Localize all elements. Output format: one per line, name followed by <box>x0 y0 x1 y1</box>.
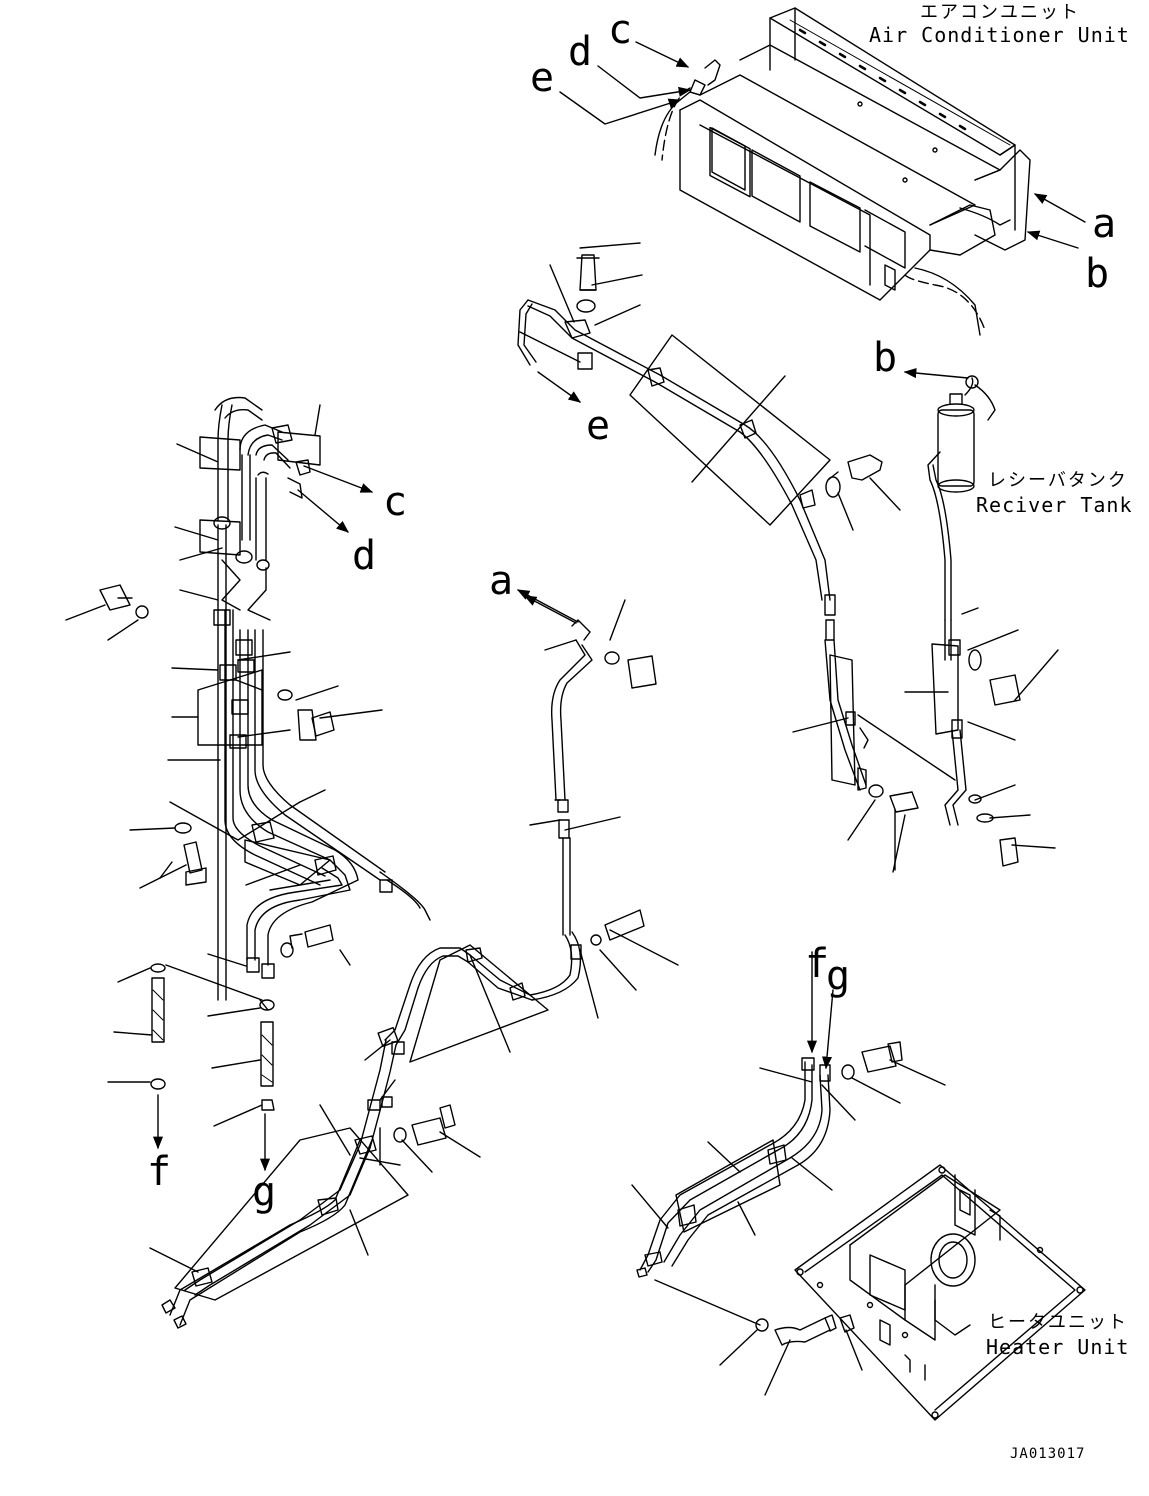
heater-unit-label-en: Heater Unit <box>986 1335 1130 1359</box>
callout-g-left: g <box>252 1169 277 1215</box>
hose-middle-right <box>793 640 918 872</box>
callout-a-center: a <box>489 558 514 604</box>
callout-b-tank: b <box>873 335 898 381</box>
callout-c-left: c <box>383 479 408 525</box>
callout-d-left: d <box>352 533 377 579</box>
left-pipe-assembly <box>66 398 430 1001</box>
callout-a-unit: a <box>1092 201 1117 247</box>
callout-f-left: f <box>147 1149 172 1195</box>
bracket-hose-upper <box>518 243 900 640</box>
document-id: JA013017 <box>1010 1446 1086 1462</box>
receiver-tank-label-en: Reciver Tank <box>976 493 1133 517</box>
left-lower-pipes <box>108 954 274 1172</box>
air-conditioner-unit <box>655 8 1030 335</box>
receiver-tank-label-jp: レシーバタンク <box>988 470 1128 491</box>
ac-unit-label-en: Air Conditioner Unit <box>869 23 1130 47</box>
callout-e-bracket: e <box>586 403 611 449</box>
heater-pipes <box>632 952 945 1395</box>
callout-f-heater: f <box>805 941 830 987</box>
lower-hose-assembly <box>150 1028 480 1328</box>
callout-b-unit: b <box>1085 251 1110 297</box>
center-hose <box>385 590 678 1062</box>
callout-c-top: c <box>608 7 633 53</box>
heater-unit <box>795 1165 1085 1420</box>
callout-g-heater: g <box>826 953 851 999</box>
heater-unit-label-jp: ヒータユニット <box>988 1312 1128 1333</box>
receiver-tank <box>858 368 1058 866</box>
unit-callout-arrows <box>560 42 1085 248</box>
callout-d-top: d <box>568 29 593 75</box>
callout-e-top: e <box>530 55 555 101</box>
ac-unit-label-jp: エアコンユニット <box>920 2 1080 23</box>
